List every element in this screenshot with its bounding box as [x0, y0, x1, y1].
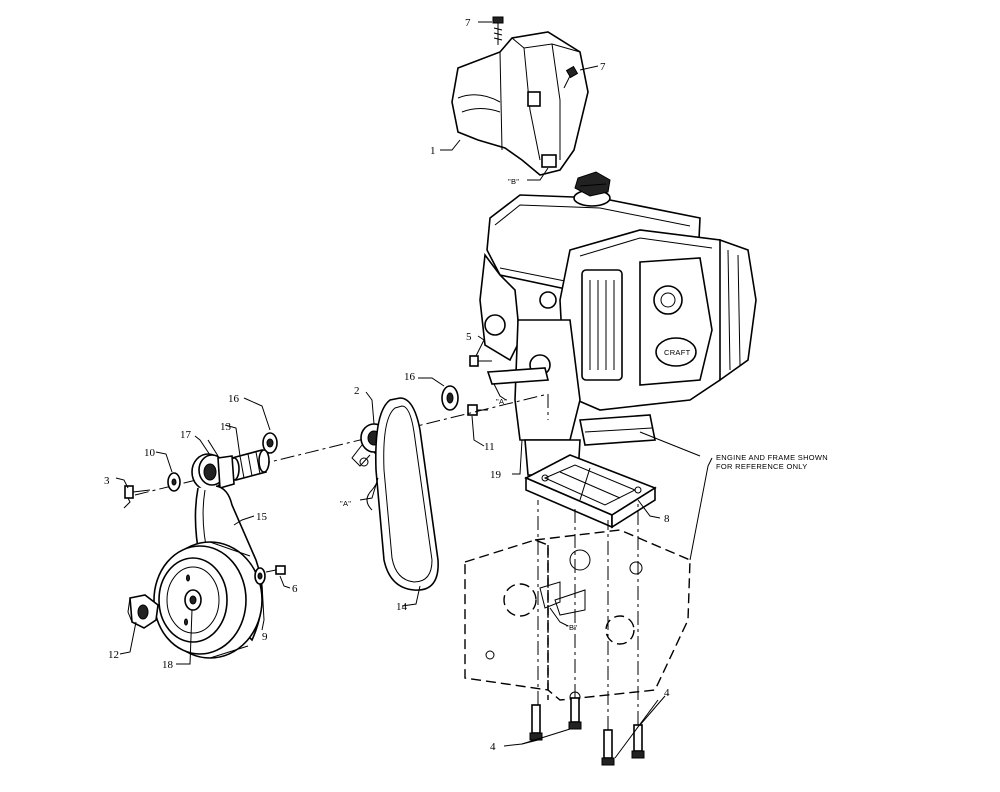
- callout-14: 14: [396, 601, 408, 613]
- callout-5: 5: [466, 331, 472, 343]
- callout-7-right: 7: [600, 61, 606, 73]
- callout-15: 15: [256, 511, 268, 523]
- engine-assembly: CRAFT: [479, 171, 757, 476]
- leader-lines: [115, 21, 713, 759]
- ref-a-engine: "A": [496, 397, 507, 406]
- callout-3: 3: [104, 475, 110, 487]
- callout-17: 17: [180, 429, 192, 441]
- callout-10: 10: [144, 447, 156, 459]
- ref-b-top: "B": [508, 177, 519, 186]
- callout-16-right: 16: [404, 371, 416, 383]
- note-line-2: FOR REFERENCE ONLY: [716, 462, 808, 471]
- callout-16-left: 16: [228, 393, 240, 405]
- bolt-part-3: [124, 485, 151, 499]
- callout-13: 13: [220, 421, 232, 433]
- screw-part-7-top: [492, 16, 504, 45]
- spacer-part-13: [228, 449, 270, 481]
- frame-reference: [464, 529, 691, 703]
- hub-part-12: [127, 594, 159, 629]
- callout-19: 19: [490, 469, 502, 481]
- reference-note: ENGINE AND FRAME SHOWN FOR REFERENCE ONL…: [716, 453, 828, 471]
- bolt-part-5: [469, 355, 492, 367]
- callout-4-left: 4: [490, 741, 496, 753]
- washer-part-10: [167, 472, 181, 492]
- callout-1: 1: [430, 145, 436, 157]
- callout-18: 18: [162, 659, 174, 671]
- frame-bolts-part-4: [529, 500, 645, 766]
- screw-part-7-right: [563, 65, 579, 89]
- callout-12: 12: [108, 649, 119, 661]
- callout-8: 8: [664, 513, 670, 525]
- belt-part-14: [374, 397, 439, 591]
- bolt-part-6: [265, 565, 286, 575]
- shroud-cover-part-1: [451, 31, 589, 176]
- bolt-part-11: [467, 404, 488, 416]
- callout-4-right: 4: [664, 687, 670, 699]
- large-pulley-part-18: [153, 541, 263, 659]
- ref-b-frame: "B": [566, 623, 577, 632]
- callouts: 7 7 1 2 3 4 4 5 6 8 9 10 11 12 13 14 15 …: [104, 17, 670, 753]
- callout-9: 9: [262, 631, 268, 643]
- note-line-1: ENGINE AND FRAME SHOWN: [716, 453, 828, 462]
- callout-2: 2: [354, 385, 360, 397]
- spacer-plate-part-8: [524, 454, 657, 529]
- reference-markers: "B" "A" "A" "B": [340, 177, 577, 632]
- washer-part-16-left: [262, 432, 278, 454]
- callout-11: 11: [484, 441, 495, 453]
- callout-6: 6: [292, 583, 298, 595]
- washer-part-16-right: [441, 385, 459, 411]
- washer-part-9: [254, 567, 266, 585]
- engine-badge: CRAFT: [664, 348, 691, 357]
- small-pulley-part-17: [191, 453, 235, 491]
- ref-a-idler: "A": [340, 499, 351, 508]
- callout-7-top: 7: [465, 17, 471, 29]
